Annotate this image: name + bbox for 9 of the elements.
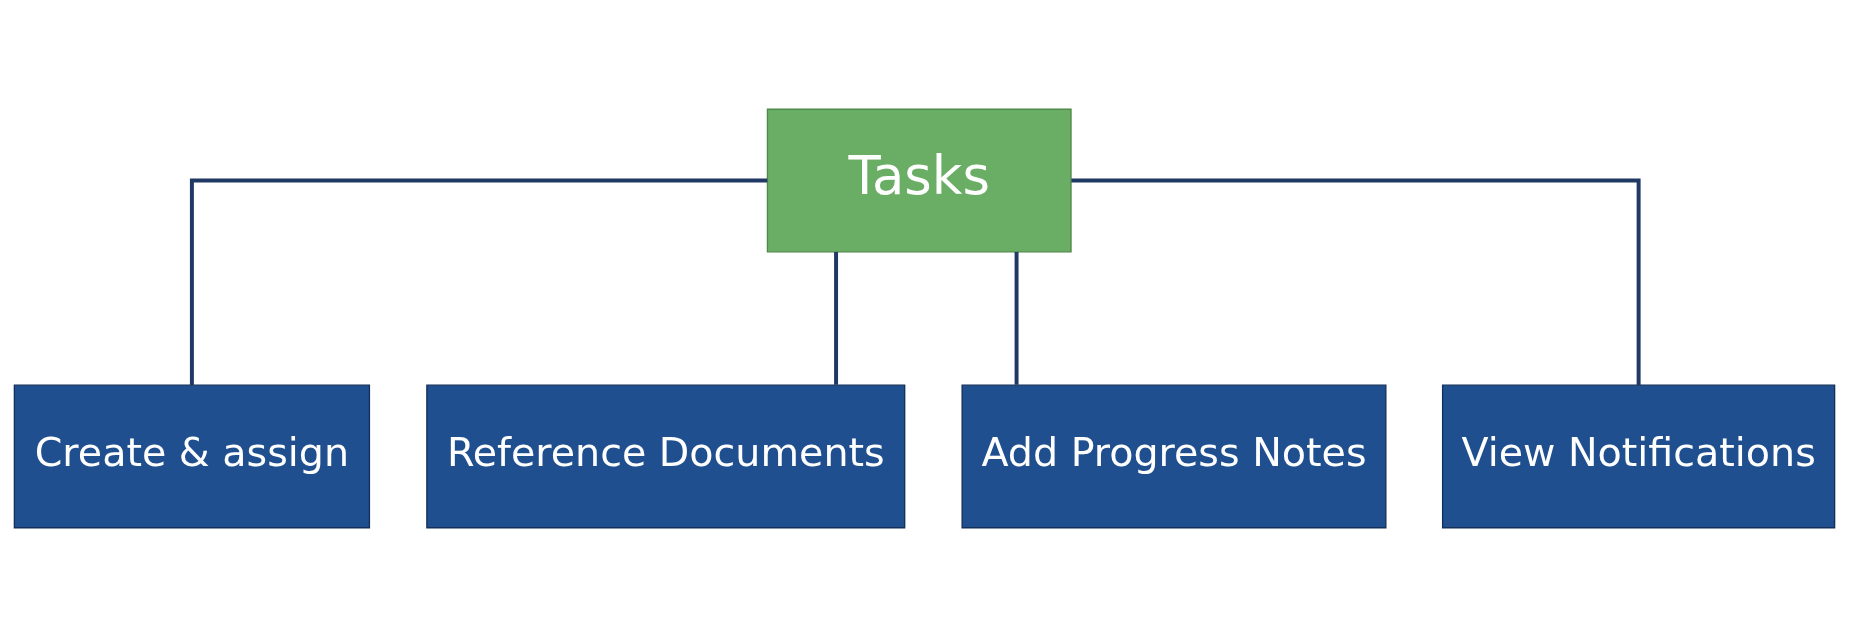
connector	[189, 178, 768, 386]
node-box: Reference Documents	[426, 384, 906, 529]
node-box: Add Progress Notes	[961, 384, 1387, 529]
connector	[1071, 178, 1641, 386]
node-box: Create & assign	[13, 384, 371, 529]
connector	[1014, 251, 1019, 385]
node-box: View Notifications	[1441, 384, 1836, 529]
node-box: Tasks	[766, 108, 1072, 253]
connector	[834, 251, 839, 385]
